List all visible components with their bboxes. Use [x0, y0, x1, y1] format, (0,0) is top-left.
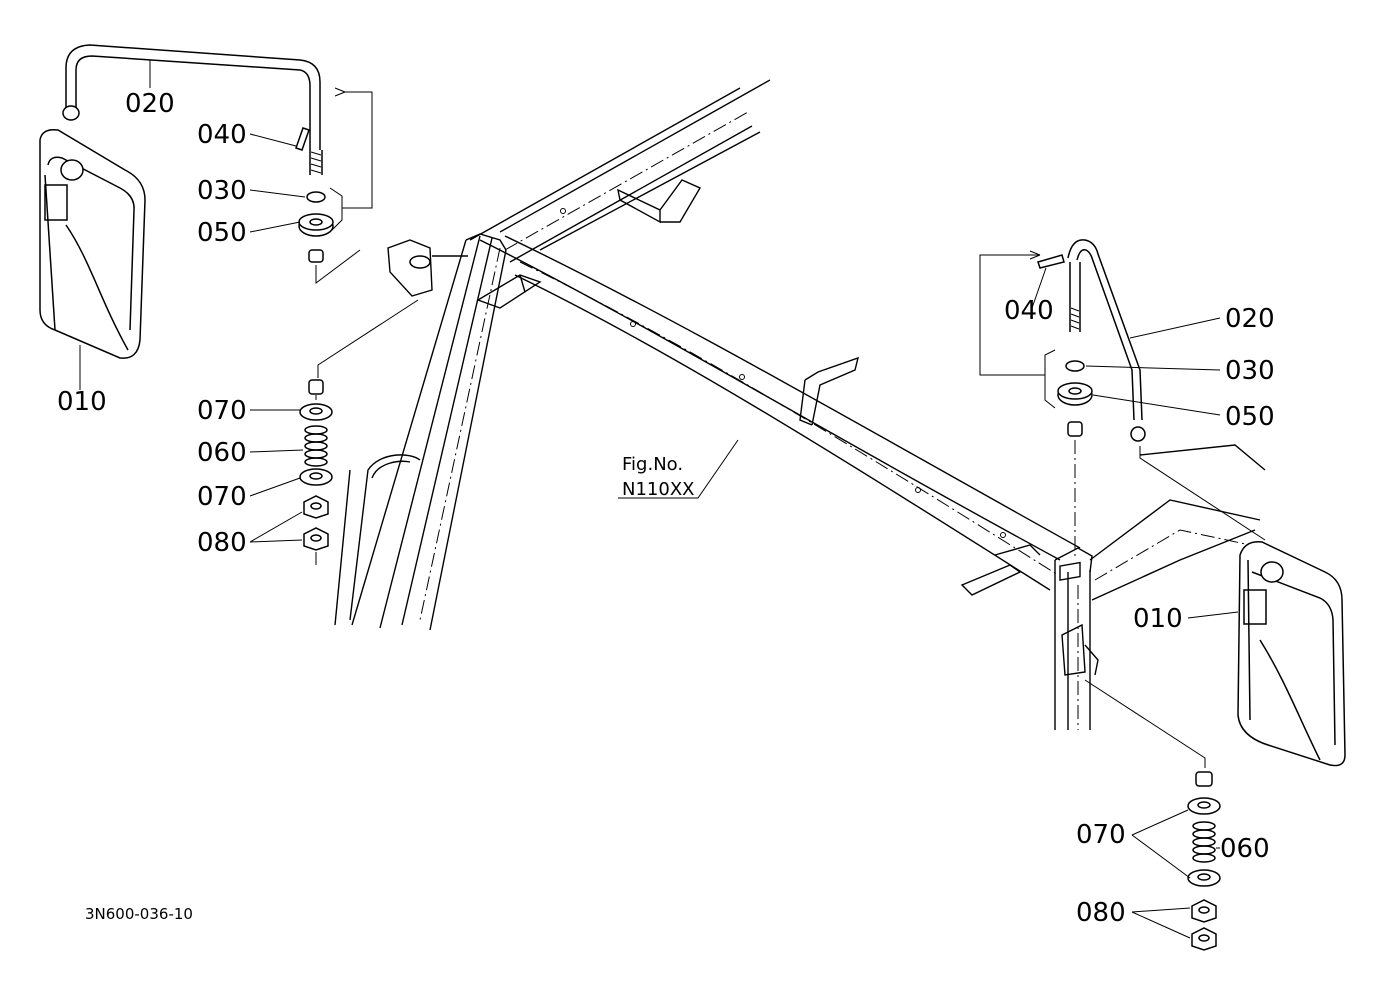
drawing-code: 3N600-036-10: [85, 905, 193, 923]
left-spring: [304, 425, 328, 467]
right-nut-2: [1191, 927, 1217, 951]
left-collar: [308, 379, 324, 395]
label-right-washer: 070: [1076, 820, 1126, 850]
right-pin: [1037, 254, 1065, 269]
rops-frame: [334, 79, 1266, 730]
right-washer-lower: [1187, 869, 1221, 887]
label-right-nut: 080: [1076, 898, 1126, 928]
label-right-mirror: 010: [1133, 604, 1183, 634]
right-mirror: [1237, 541, 1346, 767]
label-left-pin: 040: [197, 120, 247, 150]
right-nut-1: [1191, 899, 1217, 923]
right-stay: [1067, 239, 1146, 442]
left-nut-1: [303, 495, 329, 519]
left-assembly: [39, 44, 468, 565]
callout-labels: 010 020 040 030 050 070 060 070 080 Fig.…: [57, 89, 1275, 928]
label-left-bushing: 050: [197, 218, 247, 248]
leader-lines: [79, 60, 1239, 939]
label-left-washer-lower: 070: [197, 482, 247, 512]
right-ring: [1065, 360, 1085, 372]
label-right-spring: 060: [1220, 834, 1270, 864]
right-spring: [1192, 821, 1216, 863]
left-washer-upper: [299, 403, 333, 421]
figure-ref-line2: N110XX: [622, 479, 694, 500]
label-right-stay: 020: [1225, 304, 1275, 334]
figure-ref-line1: Fig.No.: [622, 454, 683, 475]
label-right-pin: 040: [1004, 296, 1054, 326]
right-bushing: [1057, 382, 1093, 406]
label-right-ring: 030: [1225, 356, 1275, 386]
left-pin: [295, 127, 310, 151]
right-assembly: [979, 239, 1346, 951]
right-washer-upper: [1187, 797, 1221, 815]
label-left-ring: 030: [197, 176, 247, 206]
left-stay: [62, 44, 323, 175]
label-left-spring: 060: [197, 438, 247, 468]
label-left-mirror: 010: [57, 387, 107, 417]
left-nut-2: [303, 527, 329, 551]
left-washer-lower: [299, 468, 333, 486]
label-left-stay: 020: [125, 89, 175, 119]
left-bushing: [298, 213, 334, 237]
left-ring: [306, 191, 326, 203]
right-collar: [1195, 771, 1213, 787]
label-left-nut: 080: [197, 528, 247, 558]
left-mirror: [39, 128, 146, 359]
label-left-washer-upper: 070: [197, 396, 247, 426]
label-right-bushing: 050: [1225, 402, 1275, 432]
